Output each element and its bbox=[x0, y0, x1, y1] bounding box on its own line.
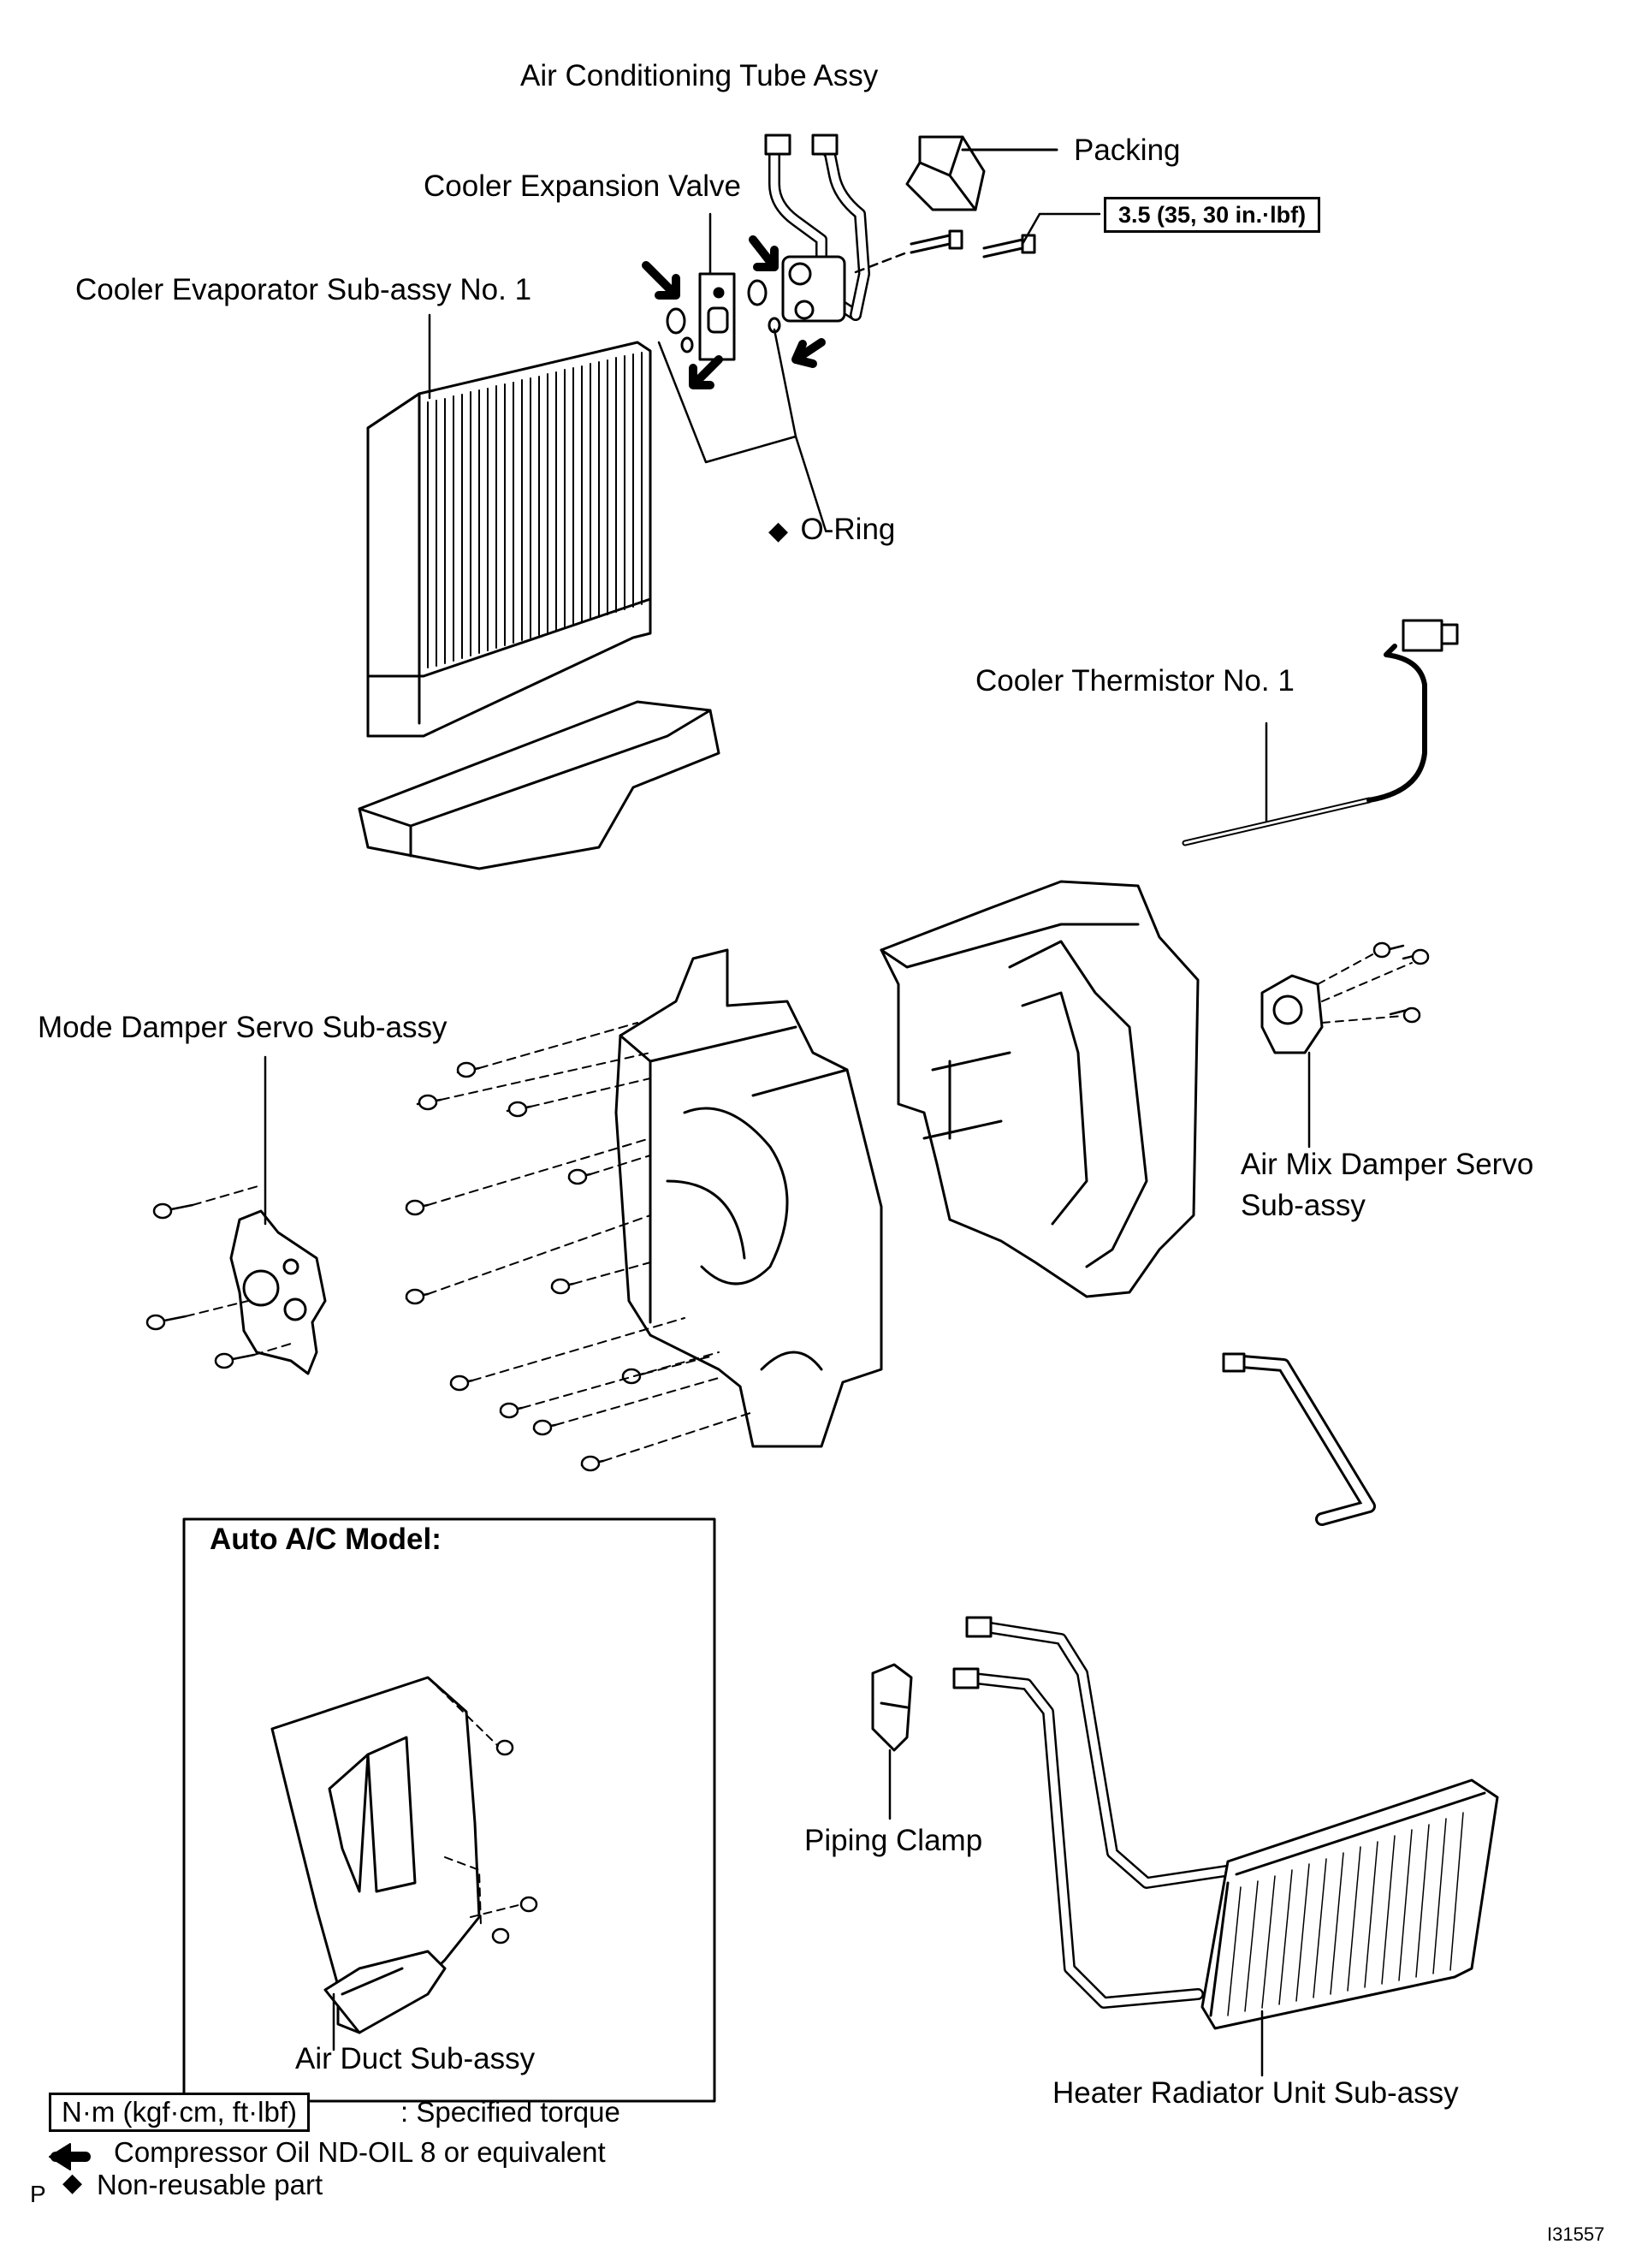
label-air-mix-damper-servo-2: Sub-assy bbox=[1241, 1189, 1366, 1222]
cooler-evaporator bbox=[366, 341, 652, 738]
compressor-oil-arrow-icon bbox=[49, 2143, 91, 2170]
o-ring-leader bbox=[657, 328, 827, 532]
cooler-thermistor bbox=[1182, 619, 1459, 846]
air-duct-screws bbox=[427, 1677, 538, 1944]
legend-torque-description: : Specified torque bbox=[400, 2096, 620, 2128]
oil-arrows bbox=[642, 235, 826, 389]
label-mode-damper-servo: Mode Damper Servo Sub-assy bbox=[38, 1011, 448, 1044]
label-cooler-evaporator: Cooler Evaporator Sub-assy No. 1 bbox=[75, 273, 532, 306]
label-heater-radiator: Heater Radiator Unit Sub-assy bbox=[1052, 2076, 1459, 2110]
air-mix-screws bbox=[1317, 941, 1430, 1024]
inset-title: Auto A/C Model: bbox=[210, 1523, 442, 1556]
screw-dash-lines bbox=[427, 1022, 754, 1462]
mode-damper-servo bbox=[229, 1209, 327, 1375]
heater-radiator-fins bbox=[1227, 1812, 1464, 2016]
label-o-ring: ◆ O-Ring bbox=[768, 512, 895, 549]
drain-pan bbox=[358, 700, 720, 870]
label-piping-clamp: Piping Clamp bbox=[804, 1824, 983, 1857]
air-conditioning-tube-assy bbox=[764, 134, 870, 323]
bent-pipe bbox=[1222, 1352, 1376, 1526]
label-air-mix-damper-servo-1: Air Mix Damper Servo bbox=[1241, 1148, 1534, 1181]
torque-spec-box: 3.5 (35, 30 in.·lbf) bbox=[1104, 197, 1321, 233]
screws bbox=[405, 1061, 646, 1472]
air-duct-sub-assy bbox=[270, 1676, 481, 2034]
legend-oil-description: Compressor Oil ND-OIL 8 or equivalent bbox=[114, 2136, 606, 2168]
packing bbox=[905, 135, 986, 211]
mode-damper-screws bbox=[145, 1184, 292, 1369]
piping-clamp bbox=[871, 1663, 913, 1752]
label-cooler-thermistor: Cooler Thermistor No. 1 bbox=[975, 664, 1295, 698]
label-cooler-expansion-valve: Cooler Expansion Valve bbox=[424, 169, 741, 203]
label-packing: Packing bbox=[1074, 134, 1181, 167]
air-mix-damper-servo bbox=[1260, 974, 1324, 1054]
o-ring-text: O-Ring bbox=[800, 513, 896, 546]
label-air-conditioning-tube-assy: Air Conditioning Tube Assy bbox=[520, 59, 879, 92]
o-rings bbox=[666, 279, 781, 353]
cooler-expansion-valve bbox=[698, 212, 736, 361]
legend-non-reusable-description: Non-reusable part bbox=[97, 2169, 323, 2200]
legend-non-reusable-diamond-icon: ◆ bbox=[62, 2169, 83, 2197]
evaporator-fins bbox=[427, 352, 643, 668]
non-reusable-diamond-icon: ◆ bbox=[768, 517, 789, 545]
figure-id: I31557 bbox=[1547, 2223, 1605, 2245]
inset-frame bbox=[182, 1517, 716, 2103]
rear-case bbox=[880, 880, 1200, 1298]
legend-torque-box: N·m (kgf·cm, ft·lbf) bbox=[49, 2093, 310, 2132]
tube-bolts bbox=[854, 212, 1101, 274]
legend-p-marker: P bbox=[30, 2181, 46, 2207]
heater-radiator-unit bbox=[952, 1616, 1499, 2030]
front-case bbox=[614, 948, 883, 1448]
label-air-duct: Air Duct Sub-assy bbox=[295, 2042, 536, 2075]
